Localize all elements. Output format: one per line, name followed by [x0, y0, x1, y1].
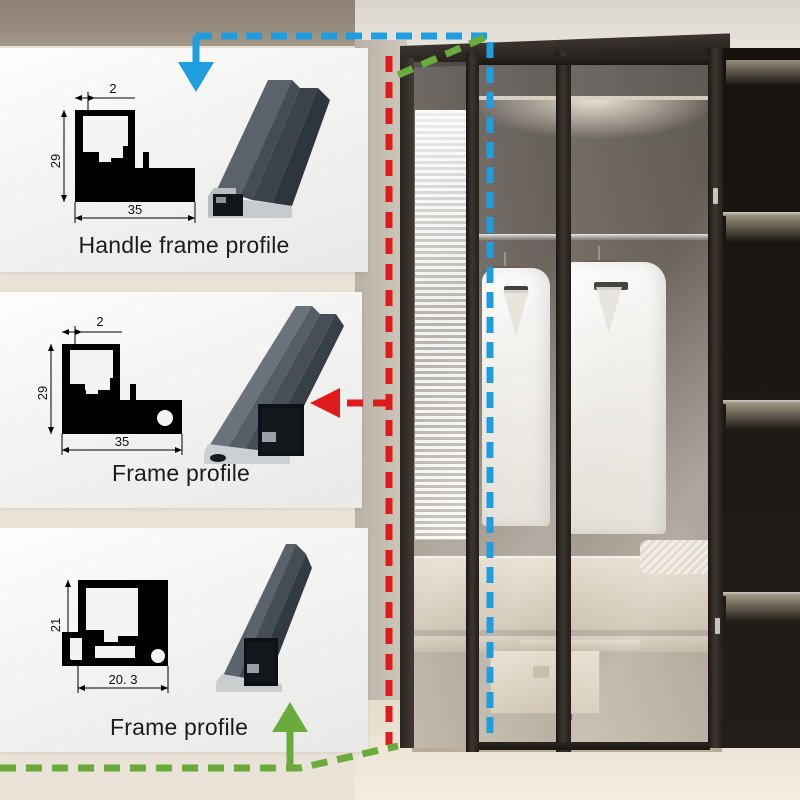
frame-bottom-drawing: 21 20. 3	[48, 544, 312, 693]
shelf-led-glow	[726, 404, 800, 430]
led-strip	[470, 96, 720, 100]
dim-height-label: 21	[48, 618, 63, 632]
hanger-hook	[504, 252, 506, 268]
panel-caption: Handle frame profile	[78, 232, 290, 258]
panel-frame-bottom: 21 20. 3 Frame profile	[0, 528, 368, 752]
frame-middle-drawing: 29 2 35	[35, 306, 344, 464]
dim-height-label: 29	[48, 154, 63, 168]
hanging-rail	[476, 234, 711, 240]
suit-lapel	[503, 290, 529, 336]
dim-height-label: 29	[35, 386, 50, 400]
shelf-led-glow	[726, 596, 800, 622]
door-mullion	[708, 48, 723, 748]
dim-base-width-label: 35	[128, 202, 142, 217]
suit-collar	[504, 286, 528, 293]
cabinet-left-post	[400, 58, 414, 748]
door-mullion	[466, 52, 479, 752]
panel-handle-frame: 29 2 35	[0, 48, 368, 272]
dim-base-width-label: 20. 3	[109, 672, 138, 687]
suit-jacket	[482, 268, 550, 526]
hanger-hook	[598, 246, 600, 262]
panel-frame-middle: 29 2 35	[0, 292, 362, 508]
door-top-rail	[478, 56, 710, 65]
handle-frame-drawing: 29 2 35	[48, 80, 330, 223]
dim-top-width-label: 2	[96, 314, 103, 329]
storage-box	[490, 650, 600, 714]
profile-3d-render	[216, 544, 312, 692]
suit-jacket	[556, 262, 666, 534]
dim-base-width-label: 35	[115, 434, 129, 449]
open-shelving-column	[722, 48, 800, 748]
door-handle	[715, 618, 720, 634]
led-glow	[470, 100, 720, 140]
profile-3d-render	[204, 306, 344, 464]
panel-caption: Frame profile	[110, 714, 249, 740]
shelf-led-glow	[726, 216, 800, 242]
shelf-led-glow	[726, 60, 800, 86]
profile-3d-render	[208, 80, 330, 218]
storage-box-handle	[533, 666, 549, 678]
shelf-divider	[722, 592, 800, 596]
panel-caption: Frame profile	[111, 460, 251, 486]
suit-collar	[594, 282, 628, 290]
bench-top	[520, 640, 640, 650]
shelf-divider	[722, 212, 800, 216]
dim-top-width-label: 2	[109, 81, 116, 96]
blinds-daylight-glow	[415, 110, 473, 310]
shelf-divider	[722, 400, 800, 404]
door-bottom-rail	[478, 742, 710, 750]
door-handle	[713, 188, 718, 204]
door-mullion	[556, 52, 571, 752]
suit-lapel	[596, 287, 622, 333]
